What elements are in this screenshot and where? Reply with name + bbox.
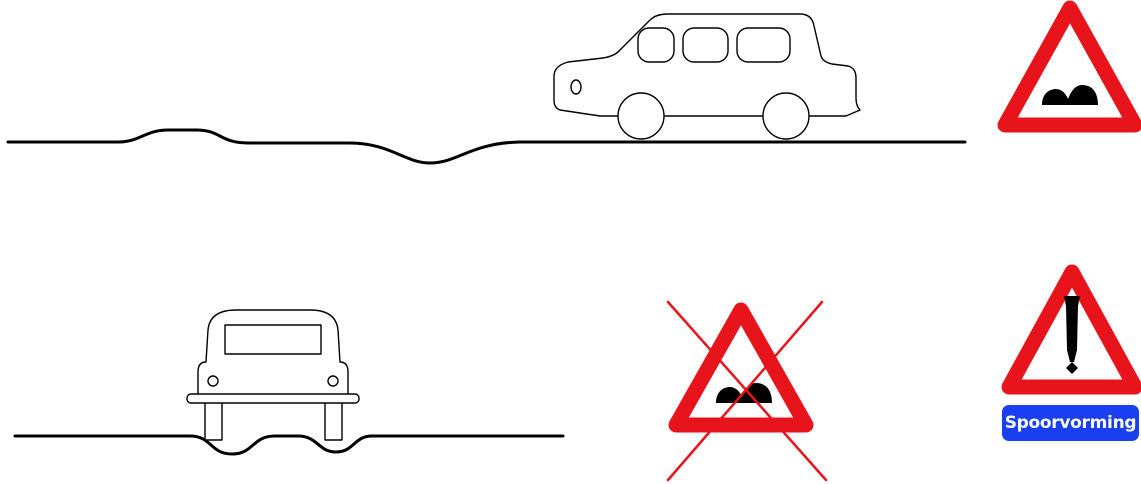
road-line-top bbox=[8, 130, 965, 163]
spoorvorming-sign-label: Spoorvorming bbox=[1002, 405, 1139, 441]
crossed-out-uneven-road-sign bbox=[668, 302, 826, 480]
car-front-view bbox=[187, 310, 359, 440]
road-line-bottom bbox=[15, 436, 563, 454]
uneven-road-warning-sign bbox=[1005, 8, 1135, 125]
general-danger-warning-sign bbox=[1009, 272, 1135, 387]
car-side-view bbox=[554, 14, 860, 139]
